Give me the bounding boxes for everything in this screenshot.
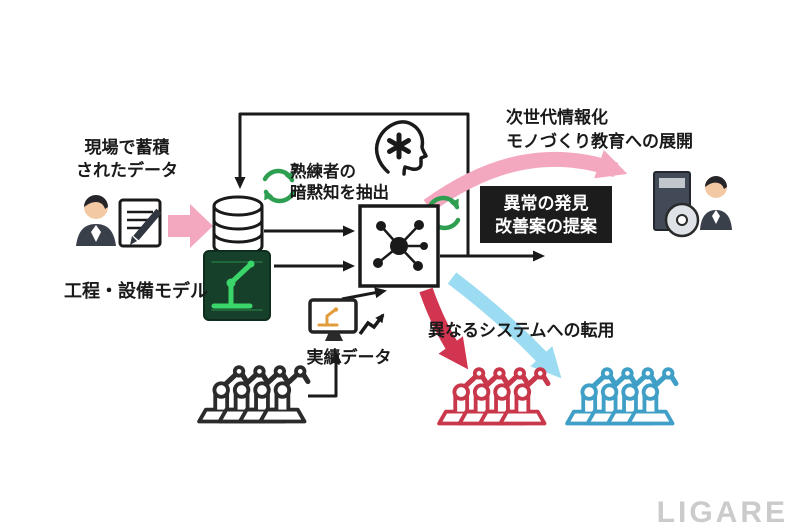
document-pencil-icon — [118, 198, 162, 248]
legacy-robot-row-icon — [199, 367, 308, 421]
red-transfer-arrow — [419, 287, 469, 370]
education-label-line1: 次世代情報化 — [506, 107, 608, 127]
performance-data-label: 実績データ — [307, 347, 392, 367]
arrow-robots-to-data — [308, 351, 342, 398]
process-equipment-screen-icon — [203, 250, 271, 321]
education-label-line2: モノづくり教育への展開 — [506, 131, 693, 151]
asterisk-icon — [387, 132, 411, 160]
blue-robot-row-icon — [567, 369, 676, 423]
worker-person-icon — [76, 195, 116, 246]
tacit-knowledge-label-line1: 熟練者の — [290, 161, 356, 181]
field-data-label-line1: 現場で蓄積 — [85, 137, 171, 157]
database-cylinder-icon — [212, 195, 264, 257]
arrow-data-to-model — [341, 287, 387, 301]
red-robot-row-icon — [439, 369, 548, 423]
software-package-cd-icon — [653, 171, 700, 238]
tacit-knowledge-label-line2: 暗黙知を抽出 — [290, 182, 389, 202]
result-label-line2: 改善案の提案 — [495, 216, 598, 236]
engineer-person-icon — [700, 176, 732, 230]
monitor-robot-icon — [308, 298, 358, 341]
process-model-label: 工程・設備モデル — [64, 280, 208, 301]
result-box: 異常の発見 改善案の提案 — [480, 186, 612, 243]
transfer-label: 異なるシステムへの転用 — [428, 320, 615, 340]
green-cycle-arrows-icon — [265, 171, 293, 201]
pink-education-arrow — [423, 149, 628, 213]
trend-chart-icon — [358, 313, 385, 336]
blue-transfer-arrow — [447, 272, 562, 379]
pink-input-arrow — [168, 204, 213, 248]
watermark: LIGARE — [657, 496, 788, 529]
result-label-line1: 異常の発見 — [504, 193, 589, 213]
field-data-label-line2: されたデータ — [76, 160, 178, 180]
network-model-icon — [358, 204, 440, 288]
head-knowledge-icon — [374, 120, 428, 176]
